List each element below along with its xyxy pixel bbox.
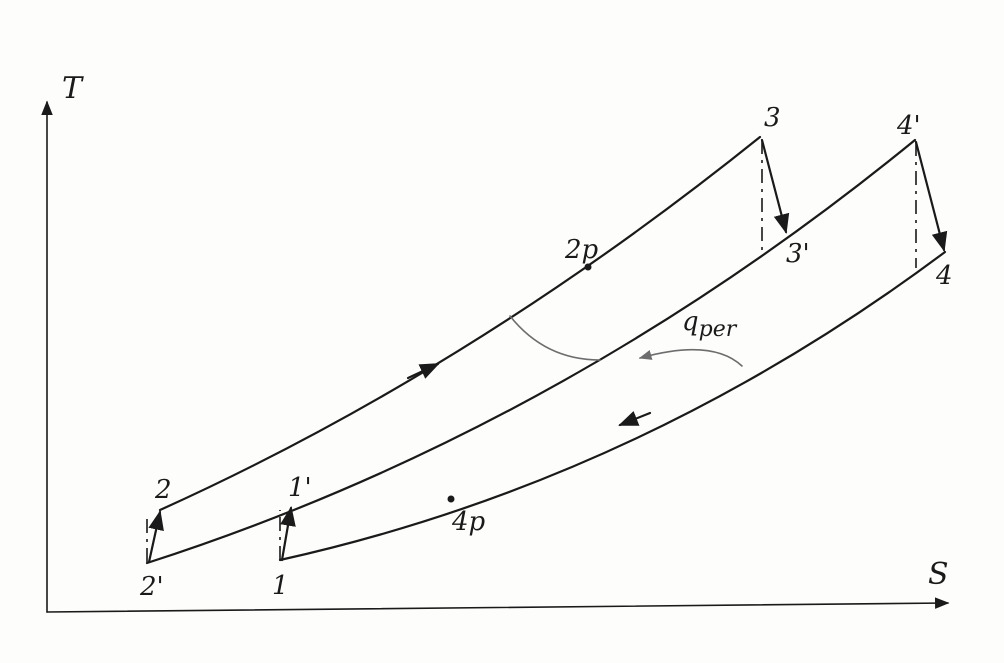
label-4prime: 4' bbox=[896, 111, 921, 141]
label-4p: 4p bbox=[451, 507, 486, 537]
s-axis-label: S bbox=[928, 557, 949, 592]
heat-transfer-subscript: per bbox=[699, 317, 738, 342]
label-1: 1 bbox=[272, 571, 289, 601]
point-2p-dot bbox=[584, 263, 592, 271]
curve-1-4 bbox=[278, 250, 947, 562]
label-3: 3 bbox=[764, 103, 781, 133]
segment-1-1prime bbox=[280, 506, 296, 562]
segment-2prime-2 bbox=[147, 510, 164, 564]
label-2p: 2p bbox=[564, 235, 599, 265]
label-4: 4 bbox=[935, 261, 953, 291]
arrow-lower bbox=[618, 411, 652, 427]
label-1prime: 1' bbox=[288, 473, 312, 503]
heat-transfer-arc-right bbox=[638, 348, 743, 367]
point-4p-dot bbox=[447, 495, 455, 503]
heat-transfer-symbol: q bbox=[682, 307, 699, 337]
segment-4prime-4 bbox=[914, 140, 948, 252]
heat-transfer-label: qper bbox=[682, 307, 738, 342]
label-2prime: 2' bbox=[139, 572, 164, 602]
curve-2-3 bbox=[158, 135, 762, 512]
heat-transfer-arc-left bbox=[509, 315, 601, 361]
arrow-upper bbox=[406, 362, 440, 380]
label-2: 2 bbox=[154, 475, 172, 505]
label-3prime: 3' bbox=[786, 239, 810, 269]
curve-2prime-4prime bbox=[145, 138, 917, 565]
s-axis bbox=[46, 597, 950, 613]
t-axis-label: T bbox=[62, 71, 84, 106]
segment-3-3prime bbox=[760, 138, 790, 234]
